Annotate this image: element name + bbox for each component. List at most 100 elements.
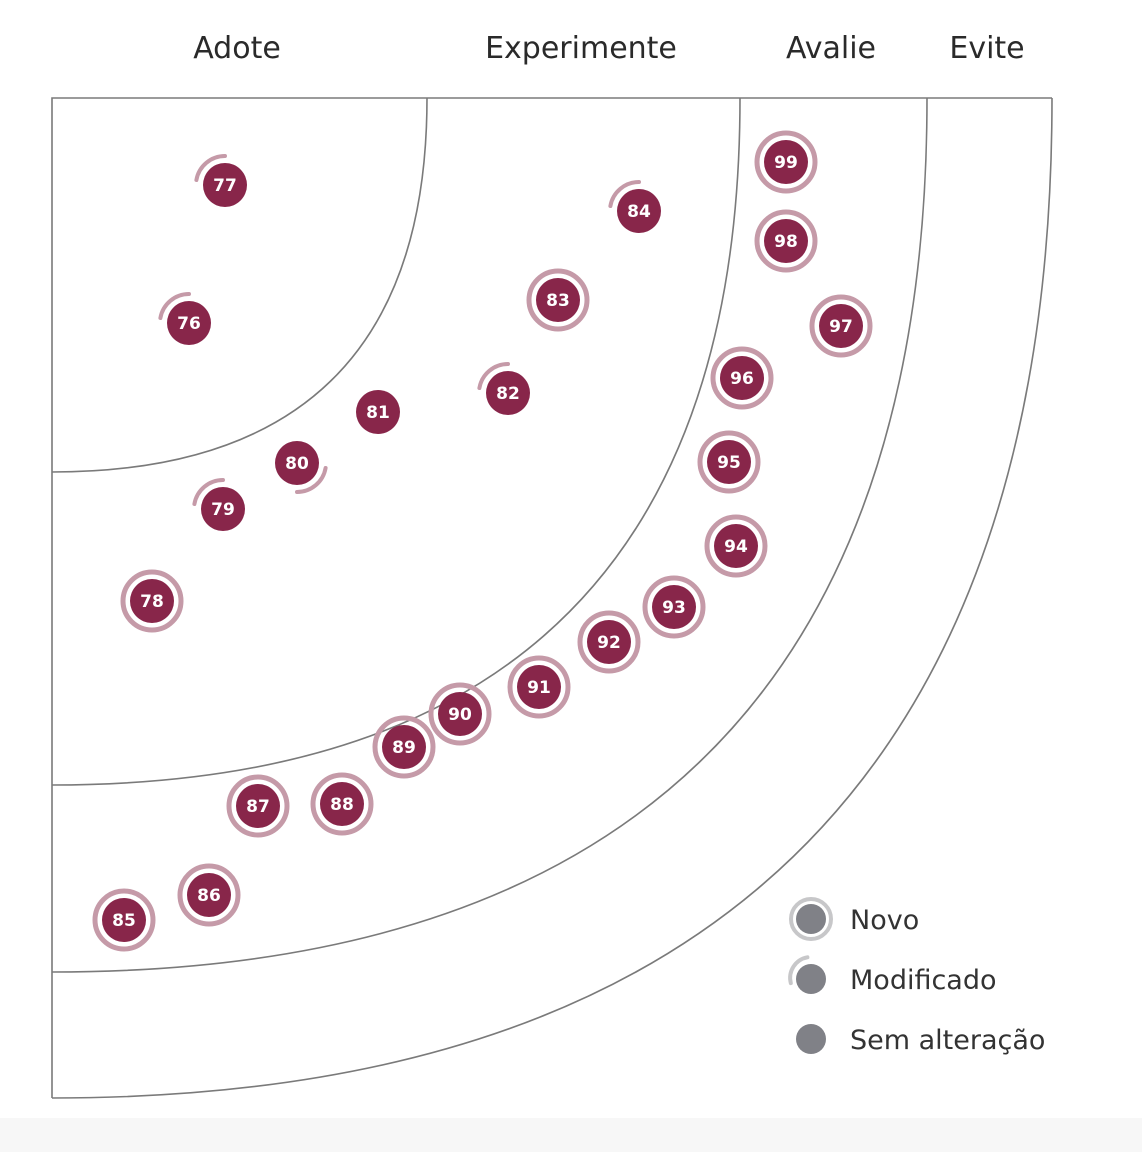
blip-dot [587,620,631,664]
blip-number: 98 [774,232,798,252]
blip-dot [203,163,247,207]
blip-dot [764,219,808,263]
blip-dot [130,579,174,623]
ring-boundary-avalie [51,97,928,973]
blip-dot [819,304,863,348]
blip-80[interactable]: 80 [275,441,328,495]
blip-number: 82 [496,384,520,404]
blip-dot [320,782,364,826]
ring-boundary-experimente [51,97,741,786]
blip-99[interactable]: 99 [754,130,818,194]
legend-label-modified: Modificado [850,965,997,996]
blip-new-ring [754,130,818,194]
blip-98[interactable]: 98 [754,209,818,273]
blip-89[interactable]: 89 [372,715,436,779]
blip-dot [438,692,482,736]
blip-number: 93 [662,598,686,618]
legend: Novo Modificado Sem alteração [788,897,1045,1056]
radar-outer-frame [51,97,1052,1098]
blip-90[interactable]: 90 [428,682,492,746]
blip-82[interactable]: 82 [477,361,530,415]
blip-dot [356,390,400,434]
blip-93[interactable]: 93 [642,575,706,639]
blip-83[interactable]: 83 [526,268,590,332]
blip-number: 76 [177,314,201,334]
blip-dot [652,585,696,629]
blip-dot [517,665,561,709]
blip-91[interactable]: 91 [507,655,571,719]
blip-78[interactable]: 78 [120,569,184,633]
blip-94[interactable]: 94 [704,514,768,578]
blip-number: 86 [197,886,221,906]
legend-label-unchanged: Sem alteração [850,1025,1045,1056]
legend-modified-dot [796,964,826,994]
ring-boundary-adote [51,97,428,473]
blip-77[interactable]: 77 [194,153,247,207]
blip-number: 95 [717,453,741,473]
blip-dot [187,873,231,917]
blip-95[interactable]: 95 [697,430,761,494]
ring-title-evite: Evite [949,31,1024,66]
blip-dot [486,371,530,415]
blip-new-ring [177,863,241,927]
blip-modified-arc [608,179,641,208]
blip-modified-arc [194,153,227,182]
blips-layer: 76 77 78 79 80 81 82 83 84 85 86 87 88 89 90 91 92 93 94 95… [92,130,873,952]
blip-new-ring [372,715,436,779]
blip-number: 83 [546,291,570,311]
blip-dot [201,487,245,531]
blip-dot [236,784,280,828]
blip-number: 91 [527,678,551,698]
blip-dot [764,140,808,184]
blip-number: 84 [627,202,651,222]
legend-label-new: Novo [850,905,919,936]
blip-dot [167,301,211,345]
blip-number: 97 [829,317,853,337]
blip-number: 81 [366,403,390,423]
blip-dot [536,278,580,322]
blip-96[interactable]: 96 [710,346,774,410]
ring-title-experimente: Experimente [485,31,677,66]
blip-new-ring [697,430,761,494]
legend-item-new: Novo [789,897,919,941]
blip-92[interactable]: 92 [577,610,641,674]
blip-new-ring [507,655,571,719]
blip-84[interactable]: 84 [608,179,661,233]
legend-unchanged-dot [796,1024,826,1054]
blip-number: 87 [246,797,270,817]
ring-title-avalie: Avalie [786,31,876,66]
blip-new-ring [754,209,818,273]
blip-modified-arc [192,477,225,506]
blip-new-ring [710,346,774,410]
blip-79[interactable]: 79 [192,477,245,531]
blip-new-ring [526,268,590,332]
blip-dot [382,725,426,769]
blip-number: 89 [392,738,416,758]
blip-86[interactable]: 86 [177,863,241,927]
blip-number: 99 [774,153,798,173]
blip-modified-arc [295,466,328,495]
blip-number: 77 [213,176,237,196]
blip-dot [617,189,661,233]
blip-dot [275,441,319,485]
blip-new-ring [226,774,290,838]
blip-new-ring [428,682,492,746]
legend-new-dot [796,904,826,934]
blip-dot [707,440,751,484]
blip-new-ring [704,514,768,578]
blip-modified-arc [158,291,191,320]
blip-number: 79 [211,500,235,520]
blip-number: 94 [724,537,748,557]
legend-new-outline [789,897,833,941]
blip-76[interactable]: 76 [158,291,211,345]
blip-97[interactable]: 97 [809,294,873,358]
blip-number: 80 [285,454,309,474]
blip-87[interactable]: 87 [226,774,290,838]
blip-new-ring [642,575,706,639]
ring-boundary-evite [51,97,1053,1099]
blip-88[interactable]: 88 [310,772,374,836]
blip-new-ring [809,294,873,358]
blip-85[interactable]: 85 [92,888,156,952]
blip-81[interactable]: 81 [356,390,400,434]
